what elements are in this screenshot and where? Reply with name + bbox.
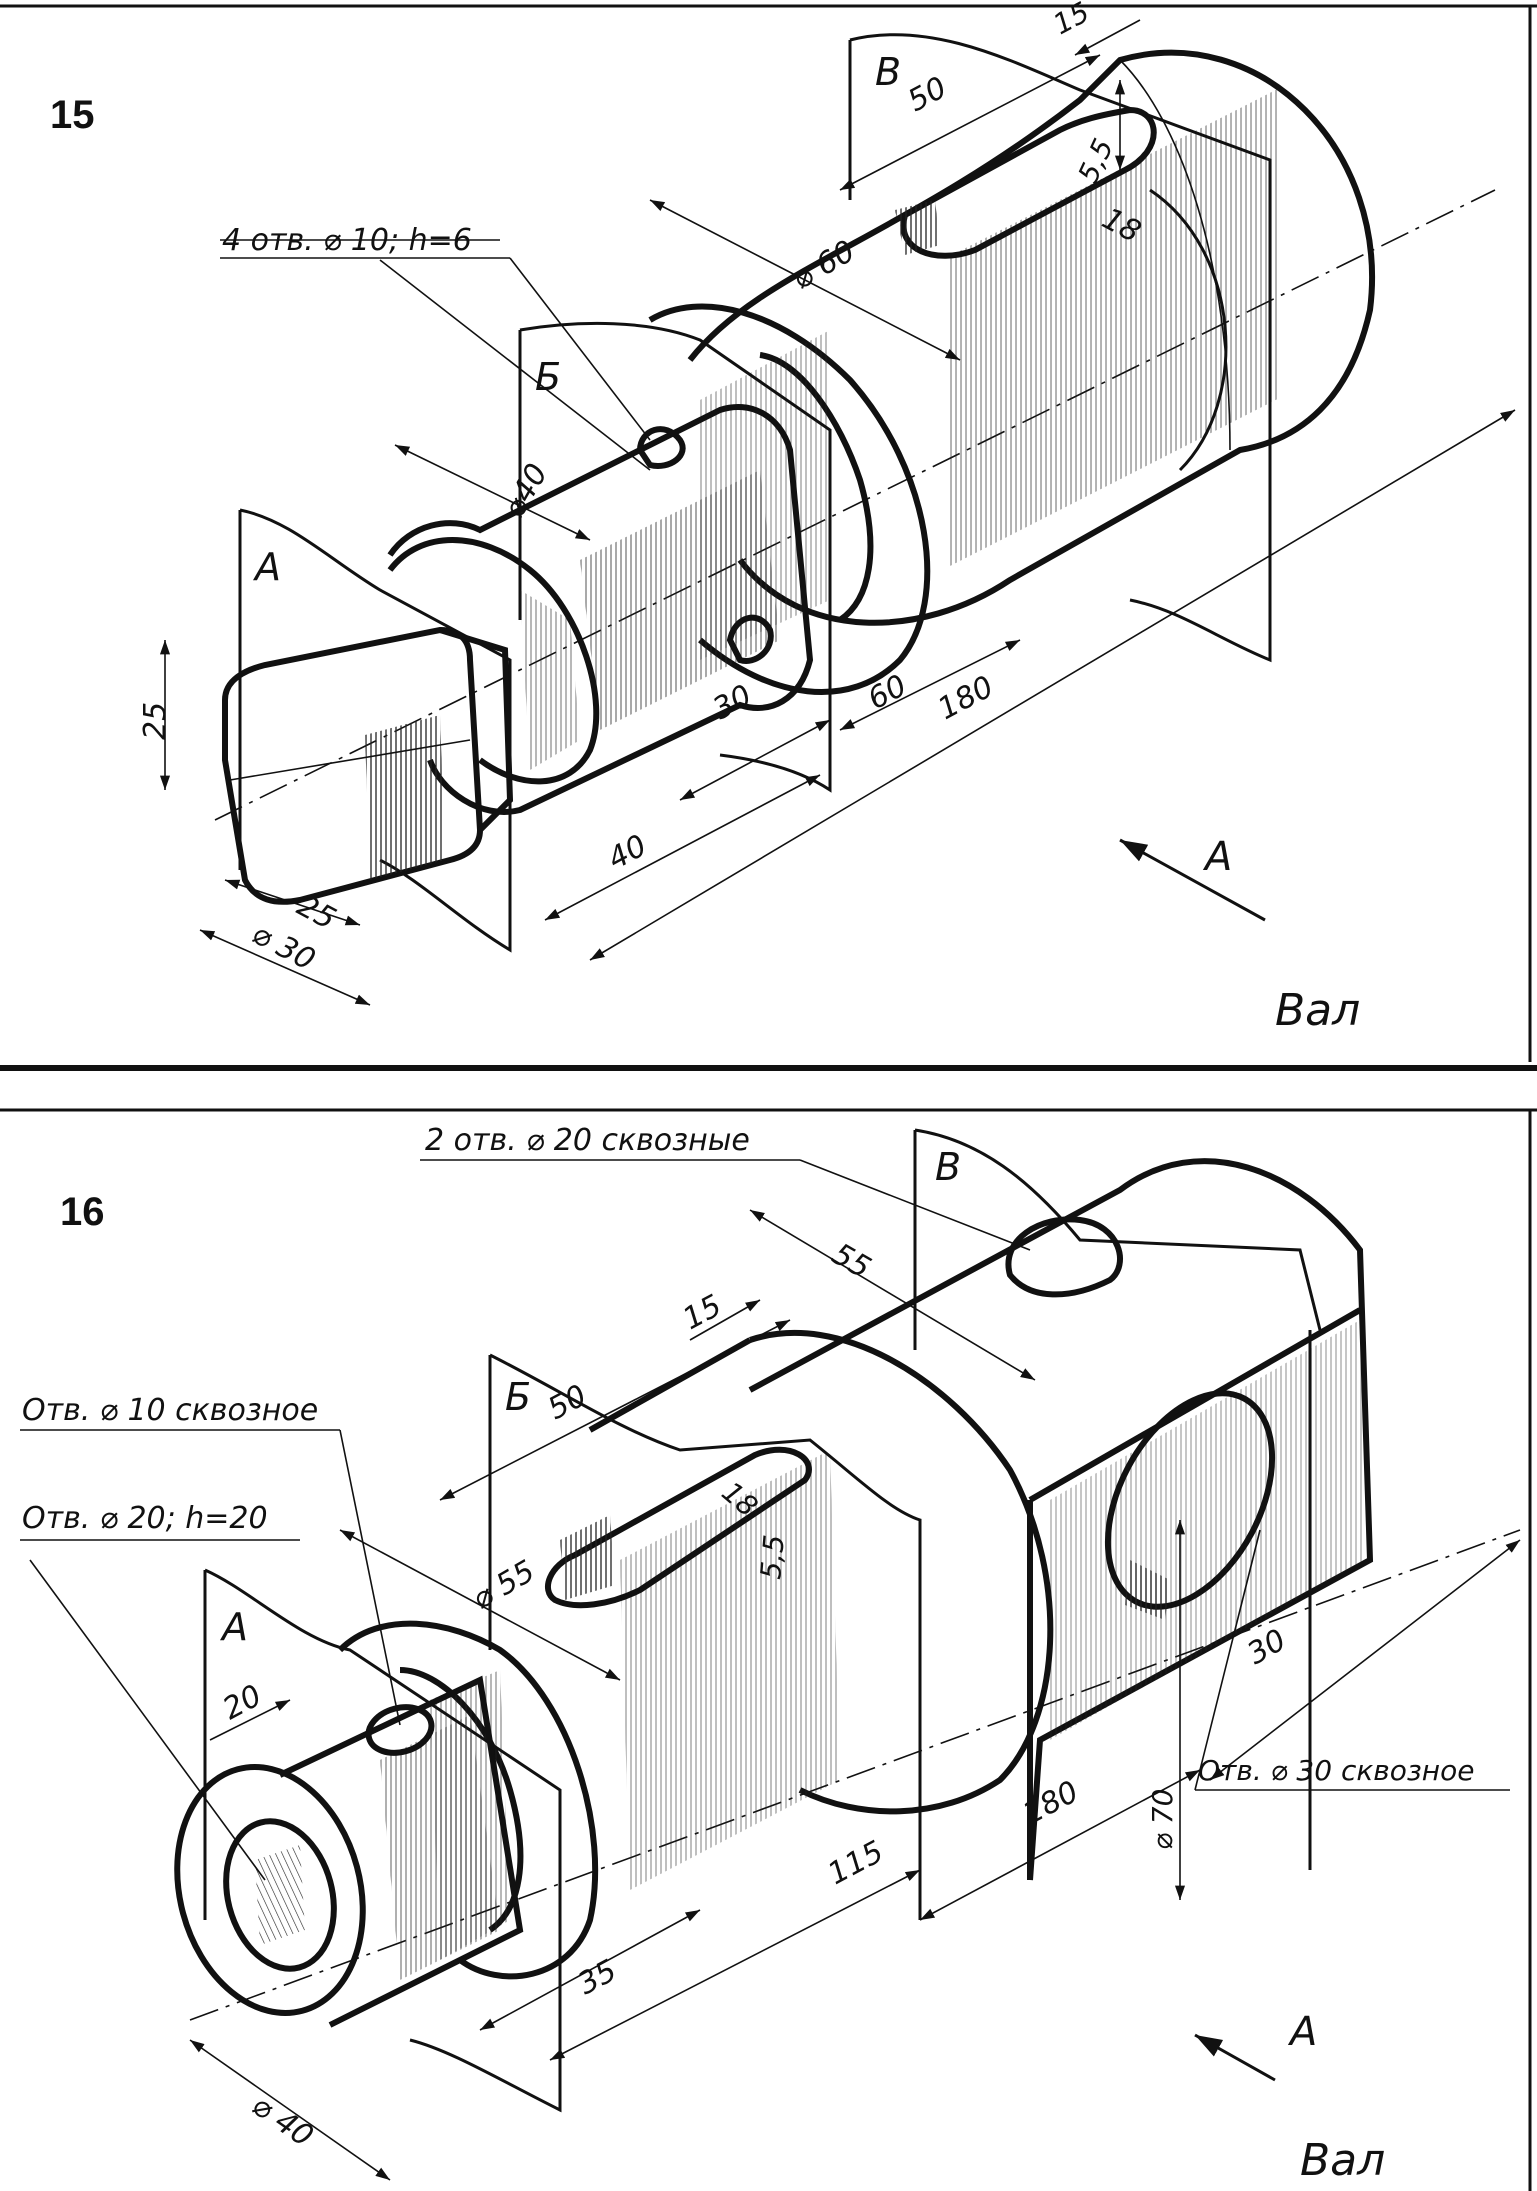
view-label-a: А [1202, 834, 1232, 880]
section-plane-a-16: А [203, 1568, 562, 2113]
shaft-d55 [544, 1329, 1054, 1890]
holes-note: 4 отв. ⌀ 10; h=6 [220, 223, 651, 441]
view-arrow-a: А [1119, 834, 1266, 922]
notes-16: 2 отв. ⌀ 20 сквозные Отв. ⌀ 10 сквозное … [20, 1123, 1510, 1881]
note-hole10: Отв. ⌀ 10 сквозное [22, 1393, 318, 1428]
dim-dia-40-16: ⌀ 40 [245, 2088, 319, 2154]
dim-40: 40 [602, 828, 652, 877]
dim-50: 50 [902, 70, 952, 119]
dim-25-horiz: 25 [291, 888, 341, 937]
panel-16-title: Вал [1300, 2135, 1385, 2186]
panel-15-title: Вал [1275, 985, 1360, 1036]
dim-35: 35 [572, 1953, 622, 2002]
panel-16-number: 16 [60, 1190, 105, 1234]
dim-dia-55: ⌀ 55 [467, 1554, 541, 1617]
section-label-v-16: В [935, 1145, 961, 1189]
section-label-a-16: А [219, 1605, 248, 1649]
square-end [222, 626, 514, 905]
dim-dia-70: ⌀ 70 [1146, 1789, 1179, 1850]
dim-5-5-16: 5,5 [754, 1533, 791, 1580]
panel-15-number: 15 [50, 93, 95, 137]
dim-115: 115 [822, 1834, 889, 1892]
hollow-end [174, 1675, 524, 2028]
note-top: 2 отв. ⌀ 20 сквозные [425, 1123, 750, 1158]
panel-15: 15 В Б [50, 0, 1516, 1036]
view-label-a-16: А [1287, 2009, 1317, 2055]
axis-centerline-16 [189, 1529, 1521, 2021]
section-label-b-16: Б [505, 1375, 531, 1419]
frame [0, 4, 1537, 2191]
section-label-b: Б [535, 355, 561, 399]
section-plane-a: А [238, 508, 512, 953]
panel-16: 16 В [20, 1123, 1521, 2186]
holes-note-text: 4 отв. ⌀ 10; h=6 [222, 223, 472, 258]
note-hole30: Отв. ⌀ 30 сквозное [1198, 1754, 1474, 1787]
section-label-a: А [252, 545, 281, 589]
dim-25-vert: 25 [138, 702, 173, 740]
dim-55: 55 [826, 1237, 877, 1286]
dim-60: 60 [862, 668, 912, 717]
dim-20: 20 [217, 1678, 267, 1727]
section-label-v: В [875, 50, 901, 94]
view-arrow-a-16: А [1194, 2009, 1317, 2082]
dim-15-16: 15 [677, 1288, 727, 1337]
note-hole20: Отв. ⌀ 20; h=20 [22, 1501, 268, 1536]
